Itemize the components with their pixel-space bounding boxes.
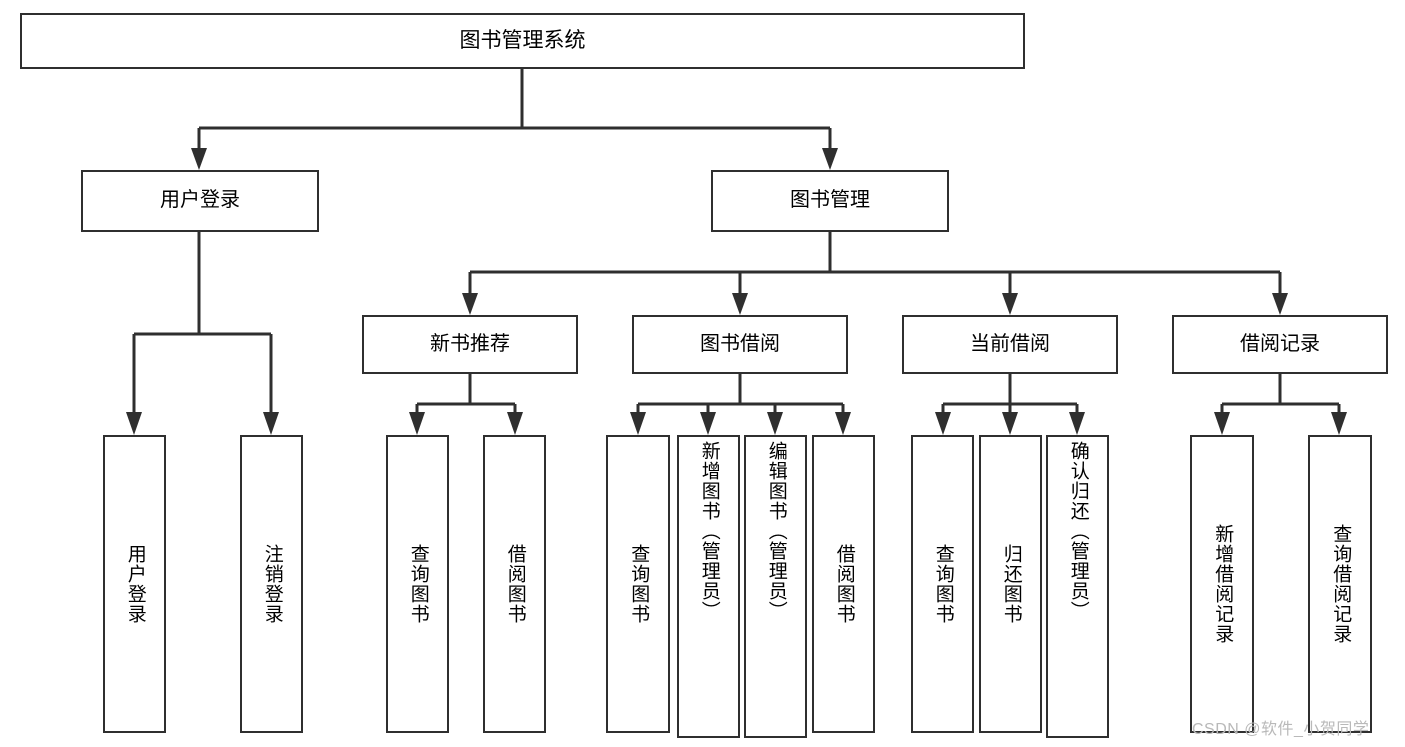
leaf-book-borrow-edit[interactable]: 编辑图书（管理员）	[744, 435, 807, 738]
node-book-management[interactable]: 图书管理	[711, 170, 949, 232]
node-book-borrow[interactable]: 图书借阅	[632, 315, 848, 374]
leaf-user-login-login[interactable]: 用户登录	[103, 435, 166, 733]
node-borrow-record[interactable]: 借阅记录	[1172, 315, 1388, 374]
leaf-new-book-borrow[interactable]: 借阅图书	[483, 435, 546, 733]
node-user-login[interactable]: 用户登录	[81, 170, 319, 232]
leaf-current-borrow-confirm-return[interactable]: 确认归还（管理员）	[1046, 435, 1109, 738]
node-current-borrow[interactable]: 当前借阅	[902, 315, 1118, 374]
leaf-current-borrow-query[interactable]: 查询图书	[911, 435, 974, 733]
watermark-text: CSDN @软件_小贺同学	[1192, 721, 1370, 738]
leaf-new-book-query[interactable]: 查询图书	[386, 435, 449, 733]
node-root[interactable]: 图书管理系统	[20, 13, 1025, 69]
leaf-book-borrow-query[interactable]: 查询图书	[606, 435, 670, 733]
leaf-book-borrow-borrow[interactable]: 借阅图书	[812, 435, 875, 733]
leaf-borrow-record-add[interactable]: 新增借阅记录	[1190, 435, 1254, 733]
leaf-user-login-logout[interactable]: 注销登录	[240, 435, 303, 733]
leaf-borrow-record-query[interactable]: 查询借阅记录	[1308, 435, 1372, 733]
node-new-book-recommend[interactable]: 新书推荐	[362, 315, 578, 374]
leaf-book-borrow-add[interactable]: 新增图书（管理员）	[677, 435, 740, 738]
leaf-current-borrow-return[interactable]: 归还图书	[979, 435, 1042, 733]
